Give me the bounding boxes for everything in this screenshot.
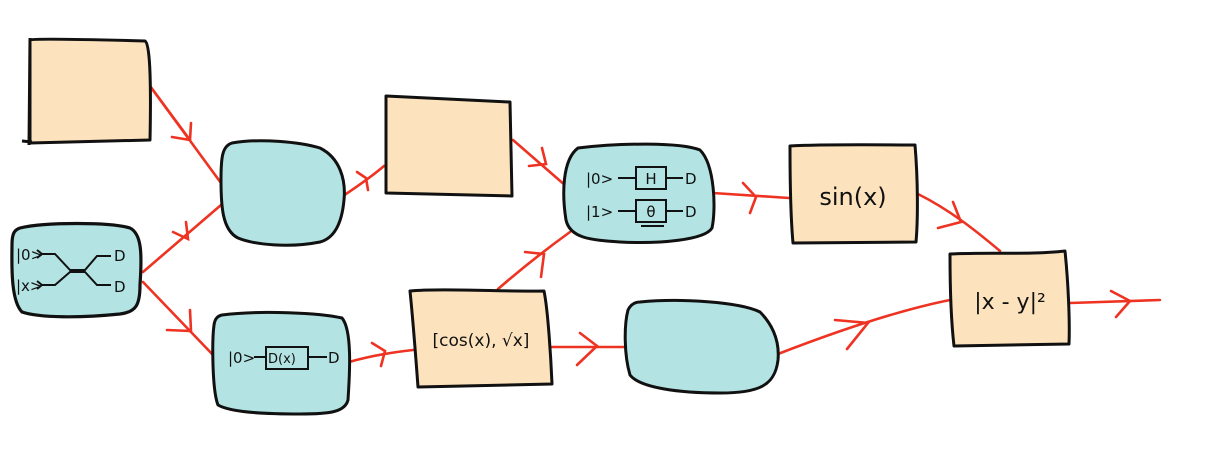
n5-output: D <box>328 349 340 367</box>
edge-n2-n3 <box>141 203 223 274</box>
edge-n5-n6 <box>347 341 415 368</box>
n7-circuit <box>618 166 683 227</box>
edge-n8-n10 <box>776 298 952 356</box>
n2-output-0: D <box>114 247 126 265</box>
n2-circuit <box>36 249 111 290</box>
edges <box>141 84 1162 368</box>
edge-n10-output <box>1068 289 1162 319</box>
node-n10-classical[interactable]: |x - y|² <box>948 249 1071 348</box>
n9-label: sin(x) <box>819 183 886 211</box>
node-n7-quantum[interactable]: |0> |1> H θ D D <box>562 142 716 244</box>
n7-gate-theta: θ <box>646 203 655 221</box>
n2-output-1: D <box>114 278 126 296</box>
node-n5-quantum[interactable]: |0> D(x) D <box>211 310 352 416</box>
n7-output-1: D <box>685 203 697 221</box>
edge-n3-n4 <box>341 164 386 198</box>
node-n6-classical[interactable]: [cos(x), √x] <box>408 288 554 389</box>
n6-label: [cos(x), √x] <box>433 331 530 351</box>
node-n1-classical[interactable] <box>21 37 152 146</box>
node-n8-quantum[interactable] <box>623 298 780 395</box>
n5-circuit <box>254 346 327 370</box>
n7-output-0: D <box>685 170 697 188</box>
n10-label: |x - y|² <box>974 290 1046 315</box>
node-n2-quantum[interactable]: |0> |x> D D <box>10 221 143 319</box>
n7-input-1: |1> <box>586 203 613 221</box>
edge-n9-n10 <box>916 192 1002 253</box>
n5-input: |0> <box>228 349 255 367</box>
n2-input-1: |x> <box>16 277 43 295</box>
n2-input-0: |0> <box>16 246 43 264</box>
edge-n2-n5 <box>141 280 216 358</box>
node-n9-classical[interactable]: sin(x) <box>788 143 919 245</box>
edge-n6-n8 <box>550 331 629 367</box>
edge-n4-n7 <box>511 138 568 188</box>
n7-input-0: |0> <box>586 170 613 188</box>
node-n4-classical[interactable] <box>384 94 514 198</box>
edge-n1-n3 <box>148 84 223 185</box>
edge-n7-n9 <box>711 181 791 215</box>
n7-gate-h: H <box>645 170 656 188</box>
edge-n6-n7 <box>496 230 572 291</box>
n5-gate: D(x) <box>268 352 296 367</box>
node-n3-quantum[interactable] <box>219 139 346 247</box>
